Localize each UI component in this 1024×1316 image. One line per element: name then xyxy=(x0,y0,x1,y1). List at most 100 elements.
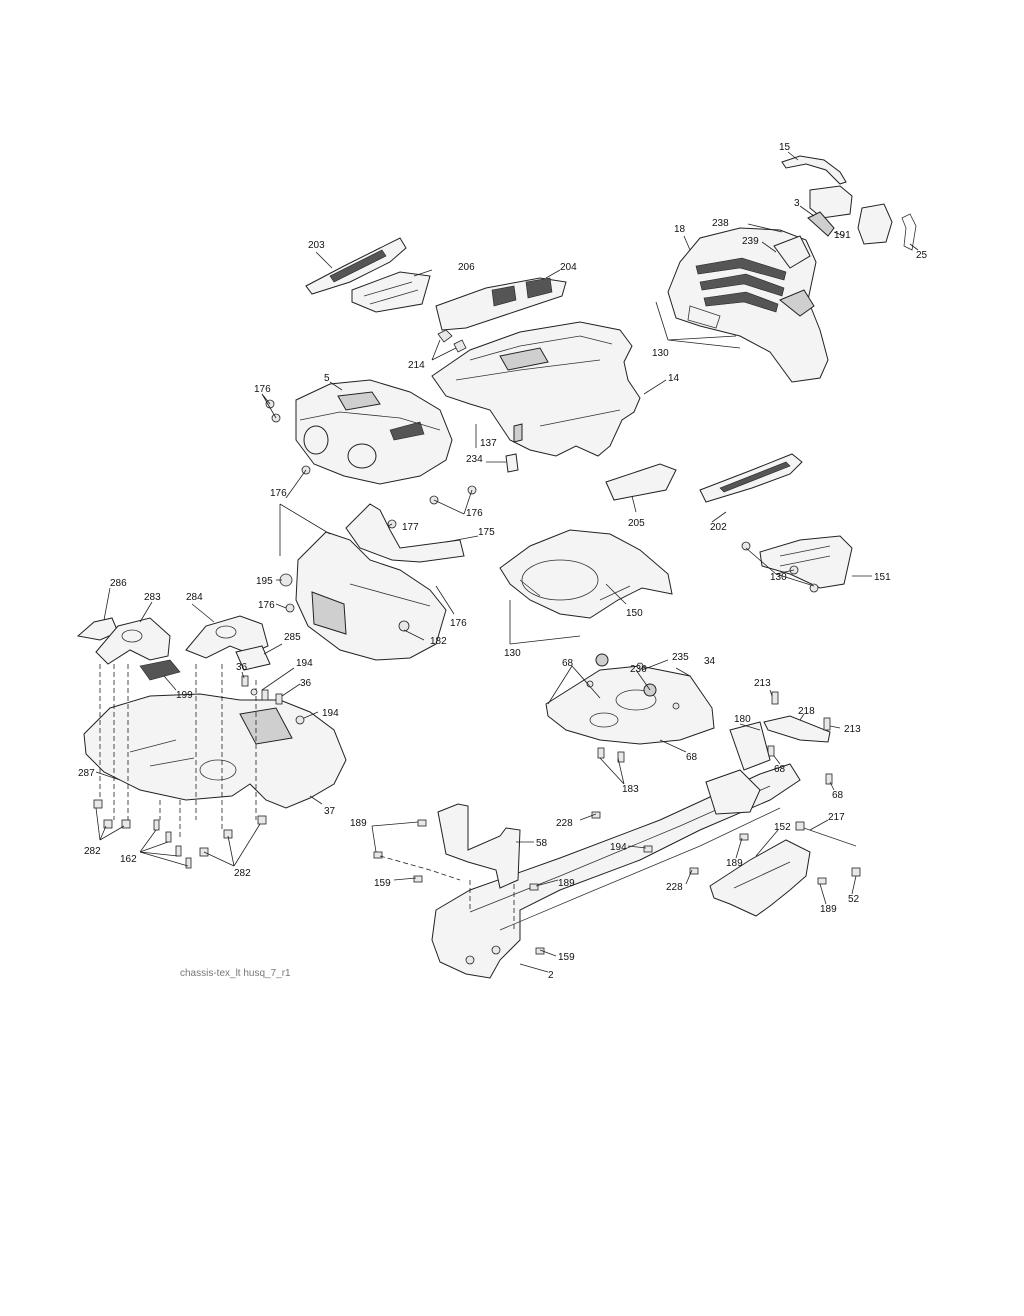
part-34-plate xyxy=(545,653,715,763)
part-151-bracket xyxy=(741,535,853,593)
part-36-194-hardware xyxy=(241,675,305,725)
callout-176-a: 176 xyxy=(254,384,271,395)
callout-3: 3 xyxy=(794,198,800,209)
callout-52: 52 xyxy=(848,894,860,905)
callout-239: 239 xyxy=(742,236,759,247)
callout-282-a: 282 xyxy=(84,846,101,857)
part-214-nut xyxy=(437,329,467,353)
callout-25: 25 xyxy=(916,250,928,261)
callout-194-c: 194 xyxy=(610,842,627,853)
part-152-guard xyxy=(709,839,811,917)
callout-159-b: 159 xyxy=(558,952,575,963)
callout-189-d: 189 xyxy=(820,904,837,915)
callout-36-a: 36 xyxy=(236,662,248,673)
callout-285: 285 xyxy=(284,632,301,643)
callout-130-c: 130 xyxy=(770,572,787,583)
callout-194-a: 194 xyxy=(296,658,313,669)
callout-228-a: 228 xyxy=(556,818,573,829)
callout-15: 15 xyxy=(779,142,791,153)
part-191-block xyxy=(809,185,893,245)
part-162-screws xyxy=(153,819,192,869)
part-37-fender xyxy=(83,693,347,809)
part-206-vent xyxy=(351,271,431,313)
part-5-dashboard xyxy=(295,379,453,485)
diagram-caption: chassis-tex_lt husq_7_r1 xyxy=(180,968,291,979)
part-3-clip xyxy=(807,211,835,237)
callout-labels: 15 3 191 25 238 18 239 130 203 206 204 2… xyxy=(78,142,928,981)
callout-36-b: 36 xyxy=(300,678,312,689)
callout-228-b: 228 xyxy=(666,882,683,893)
callout-189-c: 189 xyxy=(726,858,743,869)
part-25-bracket xyxy=(901,213,917,251)
callout-151: 151 xyxy=(874,572,891,583)
part-205-trim xyxy=(605,463,677,501)
callout-203: 203 xyxy=(308,240,325,251)
callout-14: 14 xyxy=(668,373,680,384)
callout-175: 175 xyxy=(478,527,495,538)
callout-177: 177 xyxy=(402,522,419,533)
callout-202: 202 xyxy=(710,522,727,533)
part-284-pod xyxy=(185,615,269,659)
callout-2: 2 xyxy=(548,970,554,981)
part-2-frame xyxy=(431,721,801,979)
part-177-bracket xyxy=(345,503,465,563)
callout-180: 180 xyxy=(734,714,751,725)
part-283-pod xyxy=(95,617,171,665)
callout-68-d: 68 xyxy=(832,790,844,801)
callout-58: 58 xyxy=(536,838,548,849)
part-203-vent-trim xyxy=(305,237,407,295)
callout-176-b: 176 xyxy=(270,488,287,499)
callout-68-a: 68 xyxy=(562,658,574,669)
callout-191: 191 xyxy=(834,230,851,241)
part-15-strip xyxy=(781,155,847,185)
callout-214: 214 xyxy=(408,360,425,371)
callout-137: 137 xyxy=(480,438,497,449)
callout-238: 238 xyxy=(712,218,729,229)
callout-68-c: 68 xyxy=(774,764,786,775)
callout-205: 205 xyxy=(628,518,645,529)
frame-hardware xyxy=(373,811,827,955)
part-204-vent-cover xyxy=(435,277,567,331)
part-150-pan xyxy=(499,529,673,619)
callout-5: 5 xyxy=(324,373,330,384)
callout-183: 183 xyxy=(622,784,639,795)
callout-282-b: 282 xyxy=(234,868,251,879)
callout-162: 162 xyxy=(120,854,137,865)
callout-130-a: 130 xyxy=(652,348,669,359)
frame-dashes xyxy=(379,855,515,930)
callout-234: 234 xyxy=(466,454,483,465)
part-218-bracket xyxy=(763,691,833,785)
part-285-cover xyxy=(235,645,271,671)
callout-18: 18 xyxy=(674,224,686,235)
part-58-bracket xyxy=(437,803,521,889)
callout-235: 235 xyxy=(672,652,689,663)
part-234-pad xyxy=(505,453,519,473)
callout-159-a: 159 xyxy=(374,878,391,889)
callout-176-c: 176 xyxy=(466,508,483,519)
callout-182: 182 xyxy=(430,636,447,647)
part-286-cover xyxy=(76,617,119,641)
callout-213-a: 213 xyxy=(754,678,771,689)
callout-213-b: 213 xyxy=(844,724,861,735)
callout-199: 199 xyxy=(176,690,193,701)
part-14-hood xyxy=(431,321,641,457)
leader-lines xyxy=(95,151,919,973)
callout-194-b: 194 xyxy=(322,708,339,719)
callout-68-b: 68 xyxy=(686,752,698,763)
callout-176-d: 176 xyxy=(258,600,275,611)
callout-286: 286 xyxy=(110,578,127,589)
callout-218: 218 xyxy=(798,706,815,717)
callout-284: 284 xyxy=(186,592,203,603)
part-202-trim xyxy=(699,453,803,503)
callout-150: 150 xyxy=(626,608,643,619)
part-199-plate xyxy=(139,659,181,681)
callout-189-a: 189 xyxy=(350,818,367,829)
fender-assembly-dashes xyxy=(99,664,257,840)
callout-287: 287 xyxy=(78,768,95,779)
callout-206: 206 xyxy=(458,262,475,273)
part-18-hood-front xyxy=(667,227,829,383)
callout-37: 37 xyxy=(324,806,336,817)
part-182-console xyxy=(295,531,447,661)
callout-152: 152 xyxy=(774,822,791,833)
